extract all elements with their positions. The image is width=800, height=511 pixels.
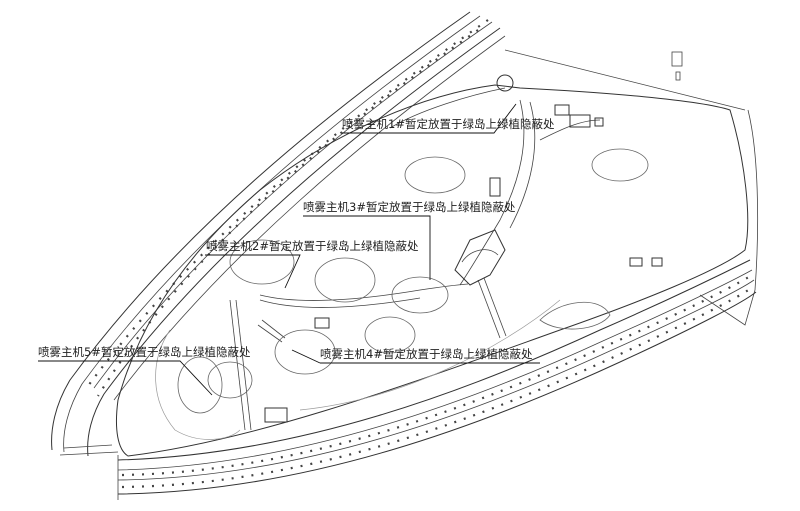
- railway-corridor: [51, 11, 506, 457]
- green-islands: [177, 148, 649, 414]
- leader-lines: [38, 103, 540, 396]
- annotation-host-1: 喷雾主机1#暂定放置于绿岛上绿植隐蔽处: [342, 117, 555, 131]
- walking-paths: [155, 87, 601, 440]
- annotation-host-4: 喷雾主机4#暂定放置于绿岛上绿植隐蔽处: [320, 347, 533, 361]
- southern-road: [117, 259, 757, 500]
- annotation-host-5: 喷雾主机5#暂定放置于绿岛上绿植隐蔽处: [38, 345, 251, 359]
- annotation-host-3: 喷雾主机3#暂定放置于绿岛上绿植隐蔽处: [303, 200, 516, 214]
- annotation-host-2: 喷雾主机2#暂定放置于绿岛上绿植隐蔽处: [206, 239, 419, 253]
- park-boundary: [115, 49, 759, 457]
- structures: [264, 51, 683, 423]
